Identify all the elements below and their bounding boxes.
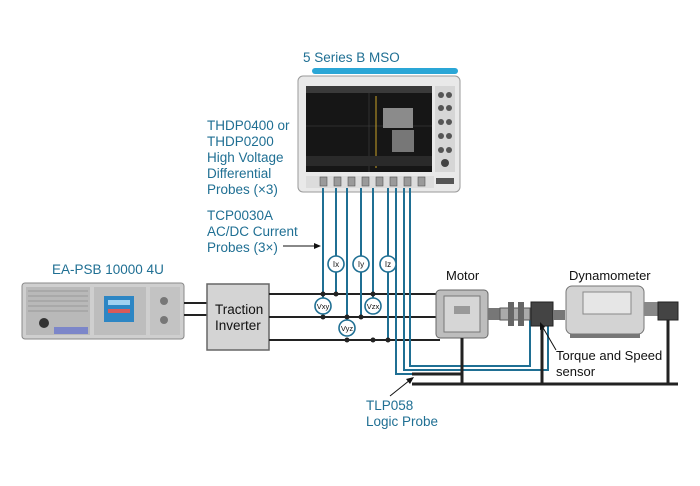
logic-probe-arrow [389, 379, 411, 397]
sensor-label-2: sensor [556, 364, 596, 379]
current-probe-y-label: Iy [358, 260, 364, 269]
scope-handle [312, 68, 458, 74]
scope-label: 5 Series B MSO [303, 50, 400, 65]
current-probe-label-3: Probes (3×) [207, 240, 278, 255]
sensor-arrow [541, 325, 557, 351]
hv-probe-label-3: High Voltage [207, 150, 284, 165]
inverter-label-1: Traction [215, 302, 264, 317]
voltage-probe-xy-label: Vxy [317, 302, 330, 311]
current-probe-label-2: AC/DC Current [207, 224, 298, 239]
test-bench-base [412, 372, 678, 386]
sensor-label-1: Torque and Speed [556, 348, 663, 363]
hv-probe-label-2: THDP0200 [207, 134, 274, 149]
shaft-coupling [499, 302, 531, 326]
current-probe-x-label: Ix [333, 260, 339, 269]
dynamometer-label: Dynamometer [569, 268, 651, 283]
logic-probe-label-2: Logic Probe [366, 414, 439, 429]
dc-link [184, 302, 207, 316]
motor-label: Motor [446, 268, 480, 283]
current-probes: Ix Iy Iz [327, 255, 397, 273]
logic-probe-wires [395, 188, 549, 375]
voltage-probe-zx-label: Vzx [367, 302, 380, 311]
inverter-label-2: Inverter [215, 318, 261, 333]
hv-probe-label-5: Probes (×3) [207, 182, 278, 197]
voltage-probe-wires [322, 188, 374, 321]
torque-sensor [530, 301, 565, 384]
power-supply-label: EA-PSB 10000 4U [52, 262, 164, 277]
voltage-probe-zx [364, 297, 382, 315]
oscilloscope [297, 68, 461, 193]
current-probe-label-1: TCP0030A [207, 208, 274, 223]
voltage-probes: Vxy Vyz Vzx [314, 297, 382, 337]
hv-probe-label-4: Differential [207, 166, 272, 181]
power-supply [21, 282, 185, 340]
current-probe-z [379, 255, 397, 273]
callout-arrows [283, 243, 557, 397]
motor [435, 289, 500, 384]
junction-dots [320, 291, 391, 343]
hv-probe-label-1: THDP0400 or [207, 118, 290, 133]
logic-probe-label-1: TLP058 [366, 398, 414, 413]
current-probe-y [352, 255, 370, 273]
dynamometer [565, 285, 679, 384]
current-probe-x [327, 255, 345, 273]
voltage-probe-yz [338, 319, 356, 337]
three-phase-bus [269, 293, 440, 341]
voltage-probe-yz-label: Vyz [341, 324, 353, 333]
current-probe-z-label: Iz [385, 260, 391, 269]
voltage-probe-xy [314, 297, 332, 315]
